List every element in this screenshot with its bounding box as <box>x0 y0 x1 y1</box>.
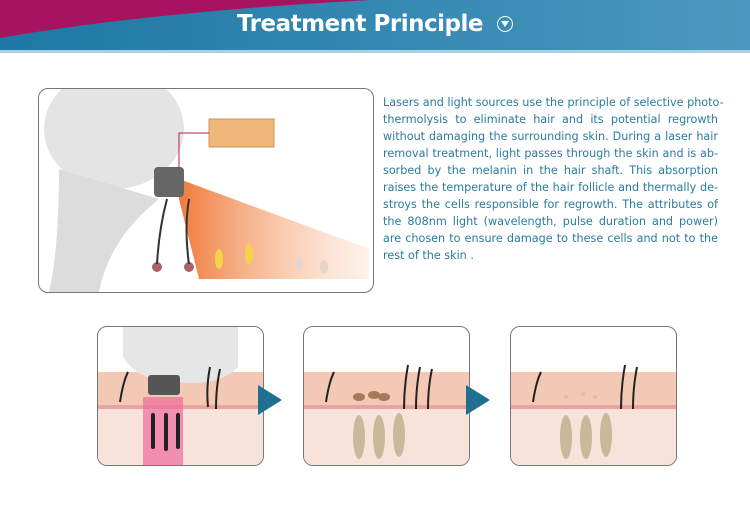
desc-line: Lasers and light sources use the princip… <box>383 96 724 109</box>
treatment-description: Lasers and light sources use the princip… <box>383 94 724 264</box>
desc-line: raises the temperature of the hair folli… <box>383 181 718 194</box>
hair-follicles <box>152 262 194 272</box>
magenta-swoosh <box>0 0 370 38</box>
laser-window <box>154 167 184 197</box>
laser-beam <box>179 179 369 279</box>
desc-line: thermolysis to eliminate hair and its po… <box>383 113 718 126</box>
desc-line: stroys the cells responsible for regrowt… <box>383 198 718 211</box>
laser-illustration <box>38 88 374 293</box>
chevron-down-circle-icon[interactable] <box>496 15 513 32</box>
page-title: Treatment Principle <box>0 11 750 37</box>
step-2-follicle-heated <box>303 326 470 466</box>
next-step-arrow-icon <box>258 385 282 415</box>
desc-line: rest of the skin . <box>383 249 474 262</box>
title-text: Treatment Principle <box>237 11 483 37</box>
handpiece-head <box>44 89 184 189</box>
hair-zoom-inset <box>208 118 275 148</box>
step-1-laser-treatment <box>97 326 264 466</box>
header-banner: Treatment Principle <box>0 0 750 53</box>
desc-line: removal treatment, light passes through … <box>383 147 718 160</box>
desc-line: sorbed by the melanin in the hair shaft.… <box>383 164 718 177</box>
step-3-hair-removed <box>510 326 677 466</box>
desc-line: the 808nm light (wavelength, pulse durat… <box>383 215 718 228</box>
handpiece-handle <box>49 169 159 292</box>
desc-line: without damaging the surrounding skin. D… <box>383 130 718 143</box>
desc-line: are chosen to ensure damage to these cel… <box>383 232 718 245</box>
next-step-arrow-icon <box>466 385 490 415</box>
